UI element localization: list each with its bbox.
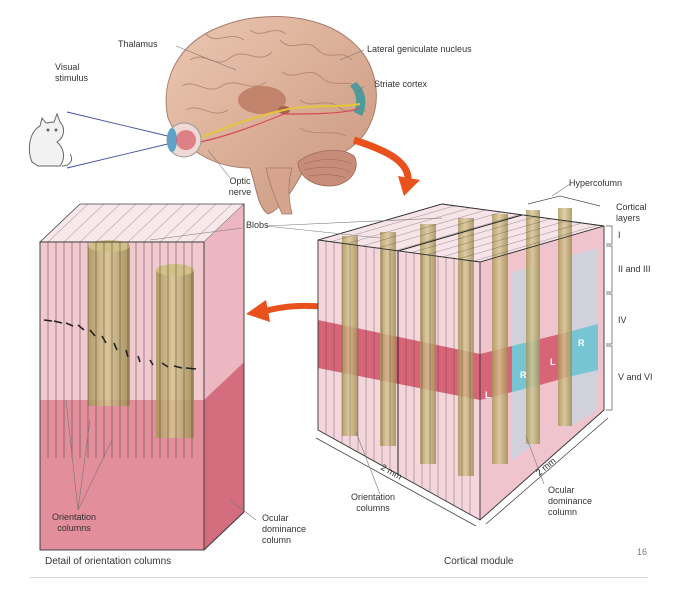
hypercolumn-label: Hypercolumn [569, 178, 623, 188]
ocular-dominance-right-label: Ocular dominance column [548, 485, 593, 517]
eye-l2-label: L [550, 357, 556, 367]
eye-icon [166, 122, 202, 158]
orientation-columns-left-label: Orientation columns [51, 512, 97, 533]
cortical-layers-label: Cortical layers [616, 202, 647, 223]
eye-r2-label: R [578, 338, 585, 348]
visual-field-lines [66, 111, 177, 169]
striate-cortex-label: Striate cortex [374, 79, 428, 89]
cat-icon [28, 112, 73, 167]
layer-i-label: I [618, 230, 621, 240]
visual-stimulus-label: Visual stimulus [55, 62, 89, 83]
striate-cortex-shape [350, 82, 366, 116]
caption-right: Cortical module [444, 556, 514, 567]
eye-l1-label: L [485, 390, 491, 400]
layer-iv-label: IV [618, 315, 627, 325]
orientation-columns-detail-block [38, 203, 257, 551]
ocular-dominance-left-label: Ocular dominance column [262, 513, 307, 545]
optic-nerve-label: Optic nerve [228, 176, 252, 197]
layer-ii-iii-label: II and III [618, 264, 651, 274]
orientation-columns-right-label: Orientation columns [350, 492, 396, 513]
cortical-module-block [149, 45, 613, 527]
caption-left: Detail of orientation columns [45, 556, 172, 567]
thalamus-label: Thalamus [118, 39, 158, 49]
eye-r1-label: R [520, 370, 527, 380]
lgn-label: Lateral geniculate nucleus [367, 44, 472, 54]
slide-number: 16 [637, 547, 648, 557]
brain-illustration [165, 16, 377, 215]
layer-v-vi-label: V and VI [618, 372, 653, 382]
zoom-arrow-down [352, 136, 412, 183]
blobs-label: Blobs [246, 220, 269, 230]
thalamus-shape [238, 86, 286, 114]
footer-divider [30, 577, 648, 578]
